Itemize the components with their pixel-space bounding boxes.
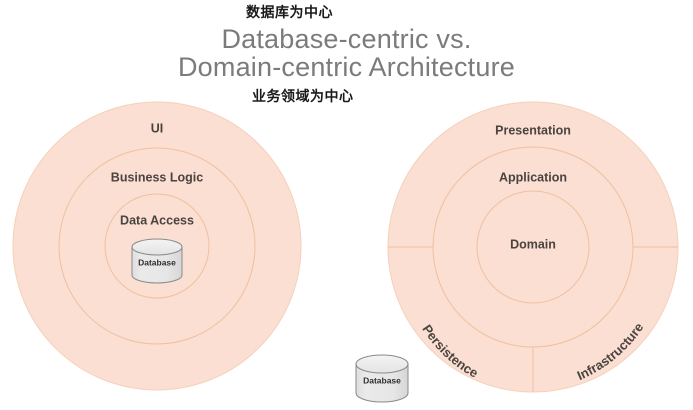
subtitle-cn-top: 数据库为中心 bbox=[246, 5, 333, 21]
cylinder-top bbox=[131, 238, 183, 256]
subtitle-cn-bottom: 业务领域为中心 bbox=[252, 89, 354, 105]
left-label-ui: UI bbox=[151, 121, 164, 135]
cylinder-body bbox=[131, 246, 183, 284]
right-label-application: Application bbox=[499, 170, 567, 184]
left-label-business-logic: Business Logic bbox=[111, 170, 203, 184]
left-circle-group: UI Business Logic Data Access Database bbox=[12, 101, 302, 391]
right-circle-group: Presentation Application Domain Persiste… bbox=[387, 101, 679, 393]
page-title-line2: Domain-centric Architecture bbox=[177, 52, 516, 82]
cylinder-body bbox=[355, 363, 409, 403]
right-label-presentation: Presentation bbox=[495, 123, 571, 137]
page-title-line1: Database-centric vs. bbox=[221, 24, 472, 54]
standalone-database-label: Database bbox=[363, 375, 401, 385]
standalone-database-cylinder: Database bbox=[355, 354, 409, 403]
right-ring-domain bbox=[476, 190, 590, 304]
left-database-cylinder: Database bbox=[131, 238, 183, 284]
right-label-domain: Domain bbox=[510, 237, 556, 251]
cylinder-top bbox=[355, 354, 409, 374]
left-label-data-access: Data Access bbox=[120, 213, 194, 227]
left-database-label: Database bbox=[138, 257, 176, 267]
